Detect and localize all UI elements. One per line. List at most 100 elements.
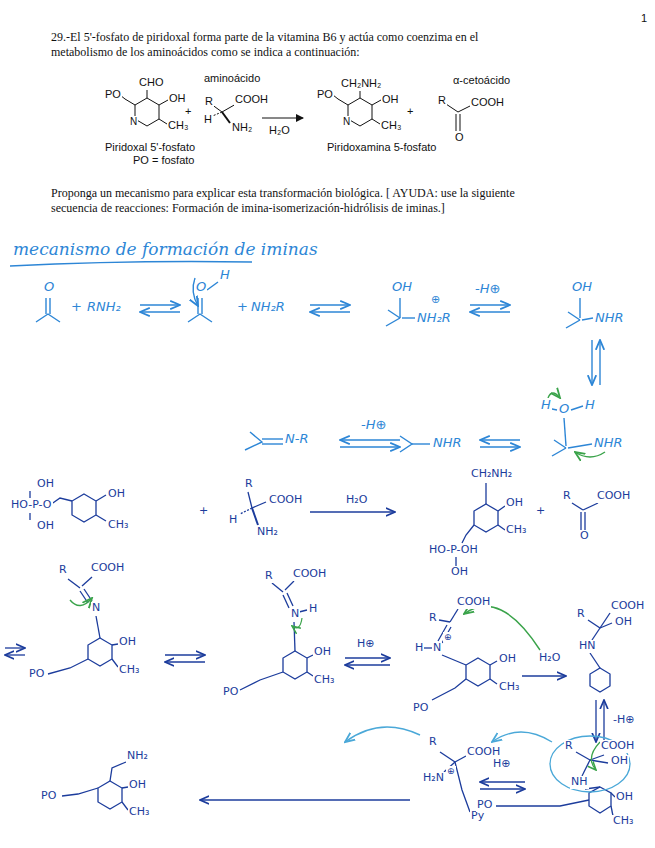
handwritten-label: + [236, 300, 249, 315]
handwritten-label: H [414, 642, 424, 655]
handwritten-label: H⊕ [492, 758, 512, 771]
handwritten-label: HO-P-OH [428, 544, 479, 557]
handwritten-label: H [308, 603, 318, 616]
atom-label: NH₂ [231, 121, 253, 134]
handwritten-label: PO [40, 790, 57, 803]
atom-label: aminoácido [203, 72, 261, 85]
handwritten-label: O [558, 402, 570, 417]
handwritten-label: Py [470, 810, 485, 823]
handwritten-label: + [198, 505, 209, 518]
handwritten-label: -H⊕ [474, 282, 501, 297]
handwritten-label: RNH₂ [86, 300, 122, 315]
handwritten-label: + [70, 300, 83, 315]
problem-text: 29.-El 5'-fosfato de piridoxal forma par… [50, 30, 537, 60]
handwritten-label: ⊕ [443, 632, 453, 642]
handwritten-label: N [91, 602, 101, 615]
handwritten-label: COOH [90, 562, 125, 575]
handwritten-heading: mecanismo de formación de iminas [12, 240, 319, 260]
handwritten-label: H [584, 398, 596, 413]
handwritten-label: PO [476, 799, 493, 812]
atom-label: PO [316, 88, 334, 101]
handwritten-label: OH [107, 488, 126, 501]
handwritten-label: H⊕ [356, 638, 376, 651]
atom-label: CH₃ [167, 119, 189, 132]
handwritten-label: O [43, 280, 55, 295]
handwritten-label: OH [614, 616, 633, 629]
handwritten-label: PO [222, 686, 239, 699]
handwritten-label: N-R [284, 432, 309, 447]
handwritten-label: CH₃ [313, 674, 335, 687]
handwritten-label: R [428, 736, 438, 749]
atom-label: PO [104, 88, 122, 101]
atom-label: R [437, 94, 447, 107]
handwritten-label: COOH [292, 568, 327, 581]
handwritten-label: OH [391, 280, 413, 295]
page-number: 1 [640, 12, 648, 25]
handwritten-label: R [244, 478, 254, 491]
handwritten-label: COOH [466, 746, 501, 759]
handwritten-label: NH₂R [416, 311, 452, 326]
handwritten-label: R [428, 612, 438, 625]
handwritten-label: COOH [268, 494, 303, 507]
handwritten-label: CH₃ [118, 664, 140, 677]
atom-label: OH [381, 93, 400, 106]
handwritten-label: R [562, 490, 572, 503]
handwritten-label: H₂N [422, 772, 445, 785]
handwritten-label: H [228, 514, 238, 527]
atom-label: PO = fosfato [132, 154, 195, 167]
handwritten-label: OH [36, 520, 55, 533]
handwritten-label: COOH [596, 490, 631, 503]
handwritten-label: R [576, 608, 586, 621]
handwritten-label: COOH [610, 600, 645, 613]
atom-label: Piridoxal 5'-fosfato [104, 141, 196, 154]
handwritten-label: OH [571, 280, 593, 295]
atom-label: + [184, 105, 192, 118]
handwritten-label: OH [505, 497, 524, 510]
handwritten-label: N [432, 642, 442, 655]
handwritten-label: PO [412, 702, 429, 715]
handwritten-label: OH [313, 646, 332, 659]
handwritten-label: COOH [456, 596, 491, 609]
handwritten-label: O [195, 280, 207, 295]
handwritten-label: NHR [593, 436, 624, 451]
handwritten-label: PO [28, 668, 45, 681]
atom-label: CH₂NH₂ [340, 77, 382, 90]
handwritten-label: CH₃ [498, 681, 520, 694]
handwritten-label: NHR [594, 311, 625, 326]
problem-text: Proponga un mecanismo para explicar esta… [50, 186, 552, 216]
handwritten-label: R [564, 740, 574, 753]
handwritten-label: ⊕ [446, 766, 456, 776]
handwritten-label: -H⊕ [360, 418, 387, 433]
atom-label: R [204, 95, 214, 108]
handwritten-label: R [58, 564, 68, 577]
handwritten-label: NH₂ [126, 750, 149, 763]
handwritten-label: OH [450, 566, 469, 579]
handwritten-label: NH₂ [256, 526, 279, 539]
handwritten-label: OH [36, 478, 55, 491]
atom-label: COOH [234, 93, 269, 106]
handwritten-label: OH [118, 636, 137, 649]
handwritten-label: CH₃ [612, 815, 634, 828]
handwritten-label: + [535, 505, 546, 518]
handwritten-label: N [290, 608, 300, 621]
handwritten-label: H [540, 398, 552, 413]
handwritten-label: H [219, 268, 231, 283]
handwritten-label: COOH [600, 740, 635, 753]
atom-label: H₂O [268, 124, 291, 137]
handwritten-label: OH [615, 791, 634, 804]
handwritten-label: NHR [432, 436, 463, 451]
handwritten-label: OH [610, 755, 629, 768]
atom-label: COOH [470, 96, 505, 109]
handwritten-label: ⊕ [430, 294, 441, 307]
atom-label: H [203, 113, 213, 126]
handwritten-label: NH [570, 776, 589, 789]
atom-label: O [454, 131, 465, 144]
atom-label: + [406, 105, 414, 118]
handwritten-label: -H⊕ [612, 714, 635, 727]
handwritten-label: CH₃ [107, 519, 129, 532]
atom-label: N [342, 116, 351, 128]
atom-label: CHO [138, 76, 164, 89]
atom-label: N [129, 116, 138, 128]
